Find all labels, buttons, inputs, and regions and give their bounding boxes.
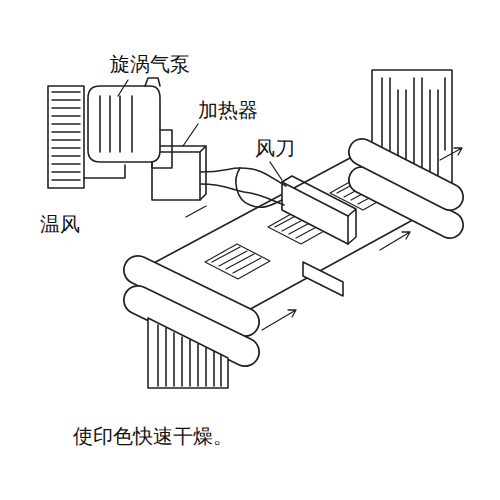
part-label: 加热器 xyxy=(198,98,258,122)
part-label: 风刀 xyxy=(255,136,295,160)
part-label: 旋涡气泵 xyxy=(110,52,190,76)
part-label: 温风 xyxy=(40,212,80,236)
caption: 使印色快速干燥。 xyxy=(73,424,233,448)
